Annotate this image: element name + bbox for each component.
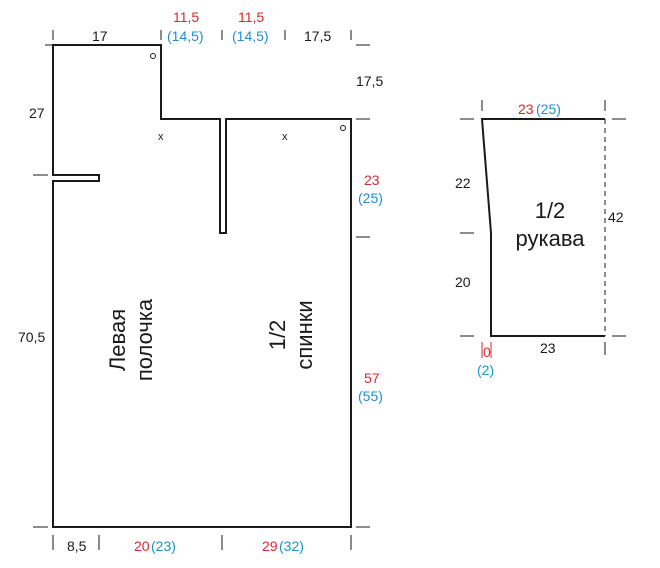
body-piece: x x — [52, 44, 352, 528]
mark-right: x — [282, 131, 288, 143]
body-bottom-b2: 20 — [134, 538, 150, 554]
shoulder-marker — [340, 125, 346, 131]
sleeve-piece — [480, 118, 606, 337]
sleeve-right: 42 — [608, 209, 624, 225]
body-top-w2: 11,5 — [173, 9, 199, 25]
sleeve-ticks — [460, 100, 626, 358]
body-bottom-b2-alt: (23) — [151, 538, 176, 554]
sleeve-label-line1: 1/2 — [535, 198, 566, 223]
sleeve-bottom: 23 — [540, 340, 556, 356]
body-top-w3: 11,5 — [238, 9, 264, 25]
mark-left: x — [158, 131, 164, 143]
sleeve-label-line2: рукава — [515, 226, 585, 251]
sleeve-left-upper: 22 — [455, 175, 471, 191]
sleeve-left-lower: 20 — [455, 274, 471, 290]
sleeve-bottom-offset: 0 — [483, 344, 491, 360]
body-top-w2-alt: (14,5) — [167, 28, 204, 44]
neck-marker — [150, 53, 156, 59]
body-bottom-b3-alt: (32) — [279, 538, 304, 554]
sleeve-outline — [480, 118, 605, 337]
sleeve-top: 23 — [518, 101, 534, 117]
body-bottom-b1: 8,5 — [67, 538, 87, 554]
body-right-side-alt: (55) — [358, 388, 383, 404]
body-top-w4: 17,5 — [304, 28, 331, 44]
front-label-line1: Левая — [105, 309, 130, 371]
body-top-w1: 17 — [92, 28, 108, 44]
front-band — [53, 174, 100, 182]
body-left-length: 70,5 — [18, 329, 45, 345]
back-label: 1/2 спинки — [265, 300, 317, 369]
body-left-neck-depth: 27 — [29, 105, 45, 121]
front-label-line2: полочка — [132, 298, 157, 381]
body-top-w3-alt: (14,5) — [232, 28, 269, 44]
back-label-line2: спинки — [292, 300, 317, 369]
body-outline — [52, 44, 352, 528]
sleeve-top-alt: (25) — [536, 101, 561, 117]
back-label-line1: 1/2 — [265, 320, 290, 351]
body-right-armhole-alt: (25) — [358, 190, 383, 206]
front-label: Левая полочка — [105, 298, 157, 381]
body-right-shoulder-drop: 17,5 — [356, 73, 383, 89]
body-top-ticks — [33, 30, 370, 550]
body-right-armhole: 23 — [364, 172, 380, 188]
sleeve-bottom-offset-alt: (2) — [477, 362, 494, 378]
body-bottom-b3: 29 — [262, 538, 278, 554]
body-right-side: 57 — [364, 370, 380, 386]
